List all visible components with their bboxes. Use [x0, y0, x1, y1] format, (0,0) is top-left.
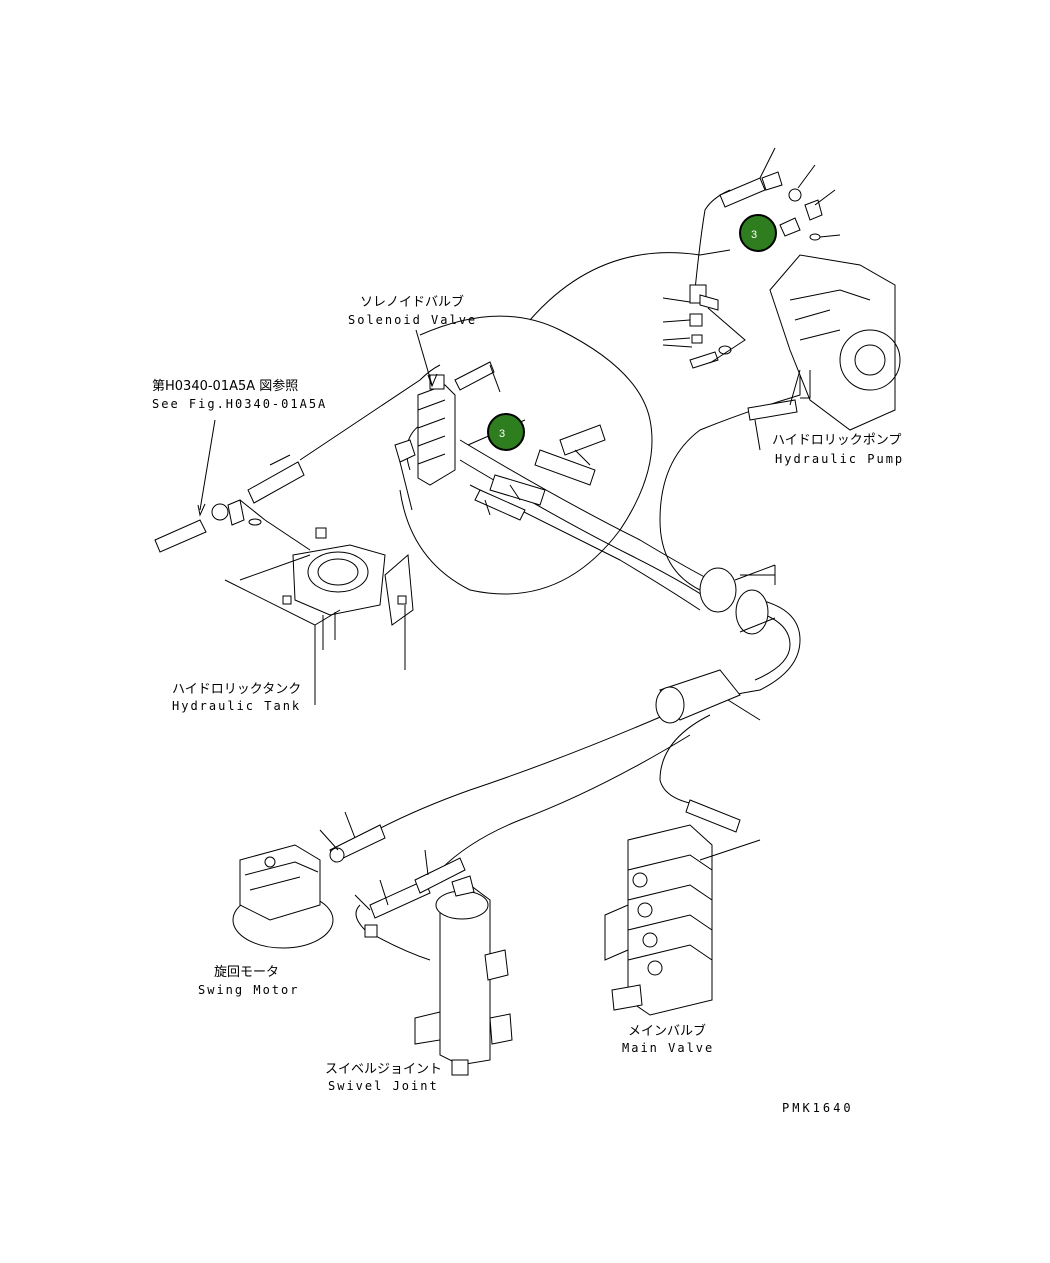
leader-lines	[197, 147, 841, 581]
swivel-joint-part[interactable]	[354, 849, 513, 1076]
reference-jp: 第H0340-01A5A 図参照	[152, 378, 298, 394]
callout-circle[interactable]	[739, 214, 777, 252]
swing-motor-en: Swing Motor	[198, 983, 299, 997]
label-hydraulic-pump: ハイドロリックポンプ Hydraulic Pump	[772, 433, 904, 466]
main-valve-en: Main Valve	[622, 1041, 714, 1055]
hydraulic-pump-en: Hydraulic Pump	[775, 452, 904, 466]
reference-fittings[interactable]	[154, 454, 305, 553]
swing-motor-part[interactable]	[232, 811, 386, 949]
label-main-valve: メインバルブ Main Valve	[622, 1023, 714, 1055]
label-hydraulic-tank: ハイドロリックタンク Hydraulic Tank	[172, 682, 301, 713]
main-valve-part[interactable]	[604, 799, 761, 1016]
hydraulic-tank-jp: ハイドロリックタンク	[172, 682, 301, 697]
swivel-joint-en: Swivel Joint	[328, 1079, 439, 1093]
drawing-code: PMK1640	[782, 1101, 854, 1115]
hydraulic-pump-part[interactable]	[662, 171, 901, 451]
callout-number: 3	[751, 229, 757, 241]
callout-circle[interactable]	[487, 413, 525, 451]
main-valve-jp: メインバルブ	[628, 1023, 706, 1039]
swing-motor-jp: 旋回モータ	[214, 965, 279, 980]
solenoid-valve-jp: ソレノイドバルブ	[360, 294, 464, 310]
label-solenoid-valve: ソレノイドバルブ Solenoid Valve	[348, 294, 477, 327]
hose-clamps[interactable]	[655, 564, 776, 724]
hydraulic-pump-jp: ハイドロリックポンプ	[772, 433, 901, 448]
hydraulic-tank-part[interactable]	[224, 527, 414, 705]
label-reference: 第H0340-01A5A 図参照 See Fig.H0340-01A5A	[152, 378, 327, 411]
solenoid-valve-part[interactable]	[394, 361, 606, 521]
reference-en: See Fig.H0340-01A5A	[152, 397, 327, 411]
callout-badge[interactable]: 3	[739, 214, 777, 252]
swivel-joint-jp: スイベルジョイント	[325, 1062, 442, 1077]
label-swivel-joint: スイベルジョイント Swivel Joint	[325, 1062, 442, 1093]
callout-badge[interactable]: 3	[487, 413, 525, 451]
hydraulic-tank-en: Hydraulic Tank	[172, 699, 301, 713]
label-swing-motor: 旋回モータ Swing Motor	[198, 965, 299, 997]
callout-number: 3	[499, 428, 505, 440]
solenoid-valve-en: Solenoid Valve	[348, 313, 477, 327]
